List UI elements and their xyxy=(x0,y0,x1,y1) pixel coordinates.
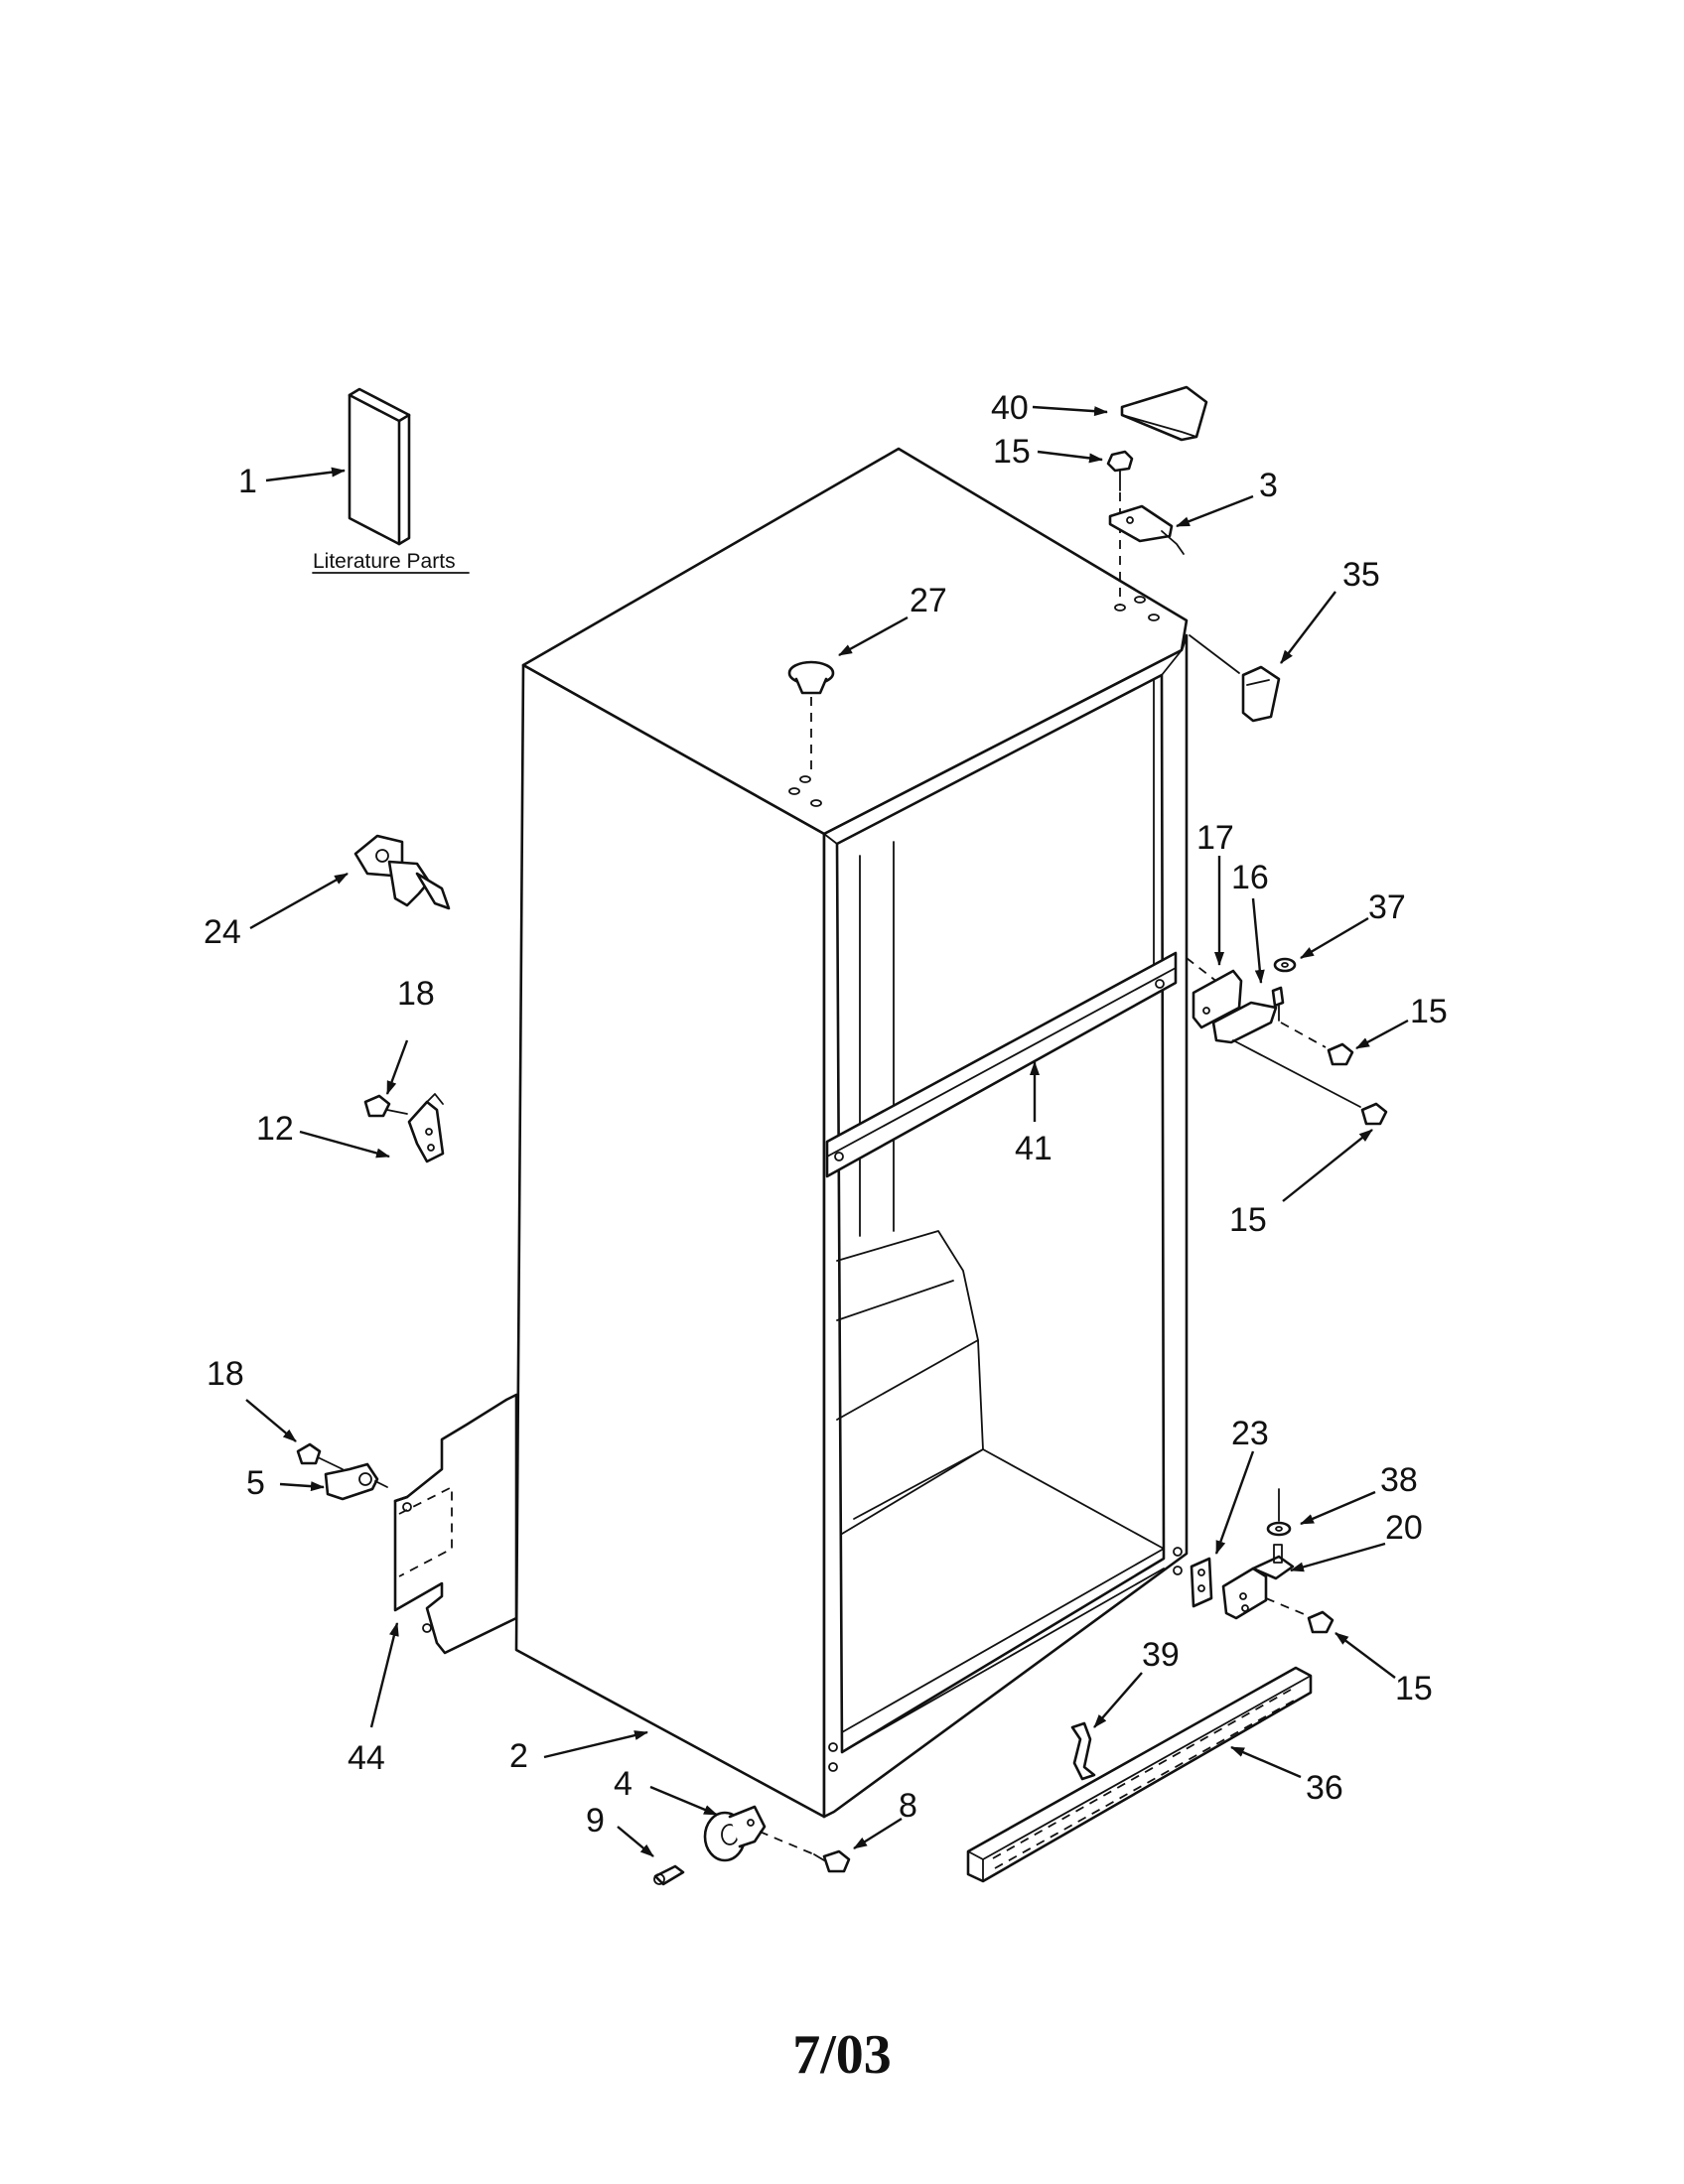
bottom-hinge-screw xyxy=(1307,1610,1334,1634)
callout-3: 3 xyxy=(1259,467,1278,504)
leader-18-upper xyxy=(385,1039,409,1095)
callout-9: 9 xyxy=(586,1802,605,1840)
callout-5: 5 xyxy=(246,1464,265,1502)
callout-18-upper: 18 xyxy=(397,975,435,1013)
leader-8 xyxy=(853,1817,903,1850)
leader-1 xyxy=(265,467,346,482)
callout-16: 16 xyxy=(1231,859,1269,896)
top-hinge xyxy=(1108,504,1185,555)
leader-37 xyxy=(1300,916,1369,960)
leader-24 xyxy=(249,872,349,930)
callout-18-lower: 18 xyxy=(207,1355,244,1393)
literature-parts-label: Literature Parts xyxy=(313,550,456,573)
callout-1: 1 xyxy=(238,463,257,500)
leader-36 xyxy=(1230,1745,1302,1779)
bottom-hinge xyxy=(1221,1544,1295,1620)
grille-clip xyxy=(1070,1721,1096,1781)
rear-access-panel xyxy=(393,1393,518,1655)
leader-23 xyxy=(1214,1450,1255,1555)
center-hinge-bracket xyxy=(1192,969,1278,1044)
callout-44: 44 xyxy=(348,1739,385,1777)
leader-18-lower xyxy=(245,1399,297,1442)
toe-grille xyxy=(966,1666,1313,1883)
door-stop xyxy=(353,834,451,910)
hinge-washer-lower xyxy=(1266,1521,1292,1537)
leader-15-top xyxy=(1037,450,1103,464)
leader-12 xyxy=(299,1130,390,1159)
upper-latch-bracket xyxy=(407,1093,445,1163)
roller-screw xyxy=(813,1849,851,1873)
leader-5 xyxy=(279,1481,325,1492)
cable-clamp xyxy=(324,1462,388,1501)
callout-41: 41 xyxy=(1015,1130,1052,1167)
leader-9 xyxy=(617,1826,654,1857)
hinge-cap xyxy=(1189,634,1281,723)
callout-15-center-right: 15 xyxy=(1410,993,1448,1030)
callout-8: 8 xyxy=(899,1787,917,1825)
callout-17: 17 xyxy=(1196,819,1234,857)
callout-35: 35 xyxy=(1342,556,1380,594)
callout-20: 20 xyxy=(1385,1509,1423,1547)
roller-screw-guide-line xyxy=(759,1831,815,1855)
hinge-cover xyxy=(1120,385,1208,442)
hinge-washer-upper xyxy=(1273,957,1297,973)
center-hinge-pin xyxy=(1271,986,1285,1022)
callout-4: 4 xyxy=(614,1765,632,1803)
leader-27 xyxy=(838,615,909,657)
callout-37: 37 xyxy=(1368,888,1406,926)
leader-15-center-right xyxy=(1355,1019,1409,1050)
callout-36: 36 xyxy=(1306,1769,1343,1807)
leader-15-bottom xyxy=(1334,1632,1396,1679)
plug-button xyxy=(787,660,835,776)
leader-40 xyxy=(1032,405,1108,417)
callout-15-top: 15 xyxy=(993,433,1031,471)
bottom-hinge-shim xyxy=(1190,1557,1213,1608)
roller-wheel xyxy=(703,1805,767,1862)
divider-rail xyxy=(825,951,1178,1178)
leader-4 xyxy=(649,1785,718,1817)
leader-44 xyxy=(369,1622,399,1728)
leader-35 xyxy=(1280,591,1336,664)
callout-12: 12 xyxy=(256,1110,294,1148)
literature-parts-booklet xyxy=(348,387,411,546)
callout-15-bottom: 15 xyxy=(1395,1670,1433,1707)
callout-2: 2 xyxy=(509,1737,528,1775)
leader-20 xyxy=(1290,1542,1386,1572)
leader-2 xyxy=(543,1730,648,1759)
center-hinge-screw-right xyxy=(1327,1042,1354,1066)
lower-clamp-screw xyxy=(296,1442,344,1470)
leader-3 xyxy=(1176,494,1254,528)
cabinet-body xyxy=(514,447,1189,1819)
roller-axle-pin xyxy=(653,1864,685,1886)
callout-38: 38 xyxy=(1380,1461,1418,1499)
center-hinge-screw-lower xyxy=(1360,1102,1388,1126)
callout-23: 23 xyxy=(1231,1415,1269,1452)
center-screw-guide-line xyxy=(1280,1022,1327,1048)
callout-24: 24 xyxy=(204,913,241,951)
callout-27: 27 xyxy=(910,582,947,619)
leader-39 xyxy=(1093,1672,1143,1728)
leader-16 xyxy=(1251,897,1265,984)
revision-date: 7/03 xyxy=(792,2024,892,2086)
callout-39: 39 xyxy=(1142,1636,1180,1674)
center-lower-screw-line xyxy=(1232,1039,1361,1108)
callout-40: 40 xyxy=(991,389,1029,427)
leader-15-center-lower xyxy=(1282,1129,1373,1202)
upper-latch-screw xyxy=(363,1094,408,1118)
leader-38 xyxy=(1300,1490,1376,1526)
callout-15-center-lower: 15 xyxy=(1229,1201,1267,1239)
bottom-screw-guide-line xyxy=(1265,1597,1310,1617)
top-hinge-screw xyxy=(1106,450,1134,606)
